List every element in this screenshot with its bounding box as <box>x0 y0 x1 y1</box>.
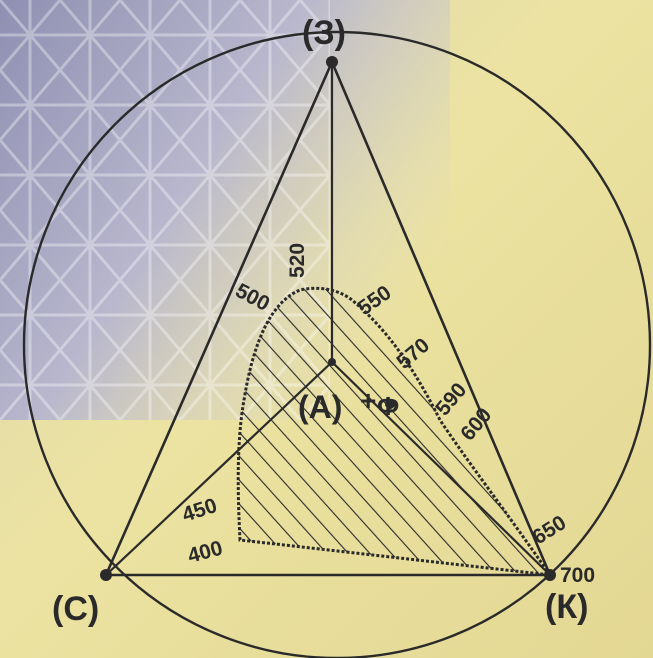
color-triangle <box>104 58 552 577</box>
plus-sign: + <box>360 385 376 416</box>
vertex-label-left: (С) <box>52 590 99 628</box>
wavelength-label-700: 700 <box>560 564 595 587</box>
line-right-to-center <box>331 361 551 576</box>
line-left-to-center <box>105 361 333 576</box>
center-label: (A) <box>298 389 342 425</box>
outer-circle <box>22 30 652 658</box>
vertex-dot-top <box>326 56 338 68</box>
point-phi-dot <box>385 399 395 409</box>
vertex-dot-left <box>100 569 112 581</box>
vertex-label-right: (К) <box>545 588 588 626</box>
point-phi-label: Ф <box>377 391 399 421</box>
vertex-label-top: (З) <box>302 14 346 52</box>
spectral-locus <box>236 286 554 577</box>
wavelength-label-520: 520 <box>286 243 309 278</box>
center-dot <box>328 358 336 366</box>
vertex-dot-right <box>544 569 556 581</box>
